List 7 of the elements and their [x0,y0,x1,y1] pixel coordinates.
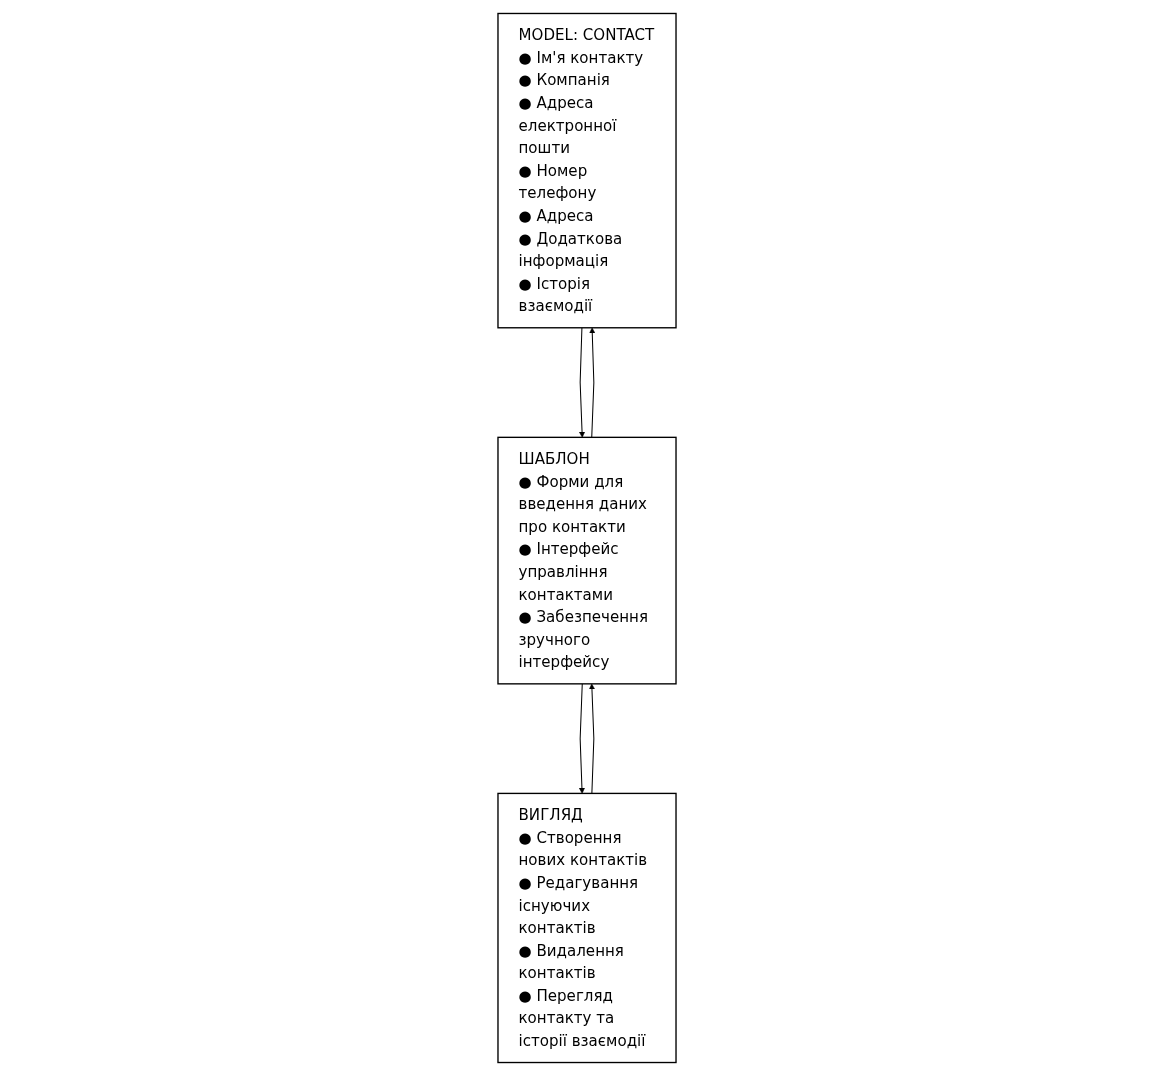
node-box: MODEL: CONTACT ● Ім'я контакту ● Компанія ● Адреса електронної пошти ● Номер телефону ● Адреса ● Додаткова інформація ● Історія взаємодії [497,12,677,328]
arrow [589,327,596,438]
node-box: ВИГЛЯД ● Створення нових контактів ● Редагування існуючих контактів ● Видалення контактів ● Перегляд контакту та історії взаємодії [497,792,677,1063]
arrow [579,326,586,438]
arrow [578,682,585,794]
arrow [588,683,595,794]
node-box: ШАБЛОН ● Форми для введення даних про контакти ● Інтерфейс управління контактами ● Забезпечення зручного інтерфейсу [497,436,677,685]
